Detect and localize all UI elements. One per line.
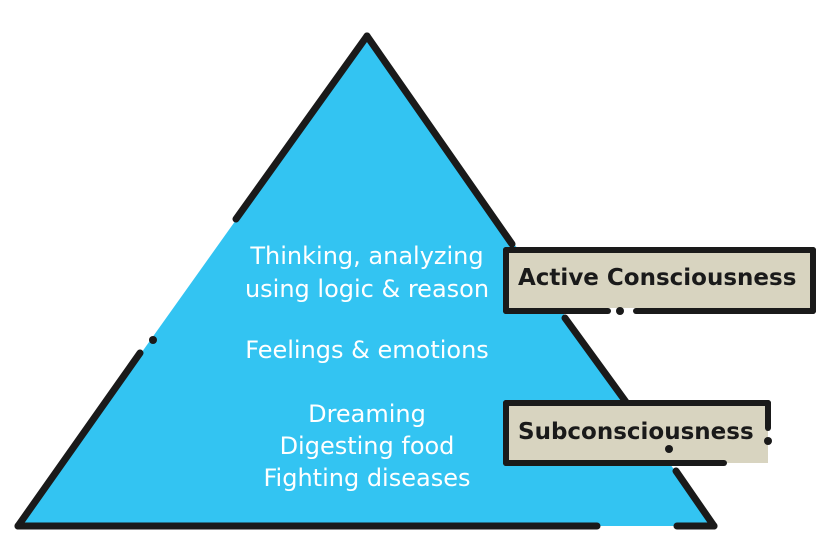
pyramid-outline: [14, 32, 718, 530]
top-level-line-2: using logic & reason: [245, 275, 489, 303]
pyramid-middle-level-text: Feelings & emotions: [245, 336, 489, 364]
bottom-level-line-2: Digesting food: [280, 432, 455, 460]
active-consciousness-text: Active Consciousness: [518, 265, 796, 291]
outline-dot: [149, 336, 157, 344]
pyramid-bottom-level-text: Dreaming Digesting food Fighting disease…: [264, 400, 471, 492]
subconsciousness-text: Subconsciousness: [518, 419, 754, 445]
middle-level-line-1: Feelings & emotions: [245, 336, 489, 364]
subconsciousness-label: Subconsciousness: [503, 400, 772, 466]
bottom-level-line-1: Dreaming: [308, 400, 426, 428]
pyramid-top-level-text: Thinking, analyzing using logic & reason: [245, 242, 489, 303]
top-level-line-1: Thinking, analyzing: [249, 242, 483, 270]
active-consciousness-label: Active Consciousness: [503, 247, 816, 315]
bottom-level-line-3: Fighting diseases: [264, 464, 471, 492]
